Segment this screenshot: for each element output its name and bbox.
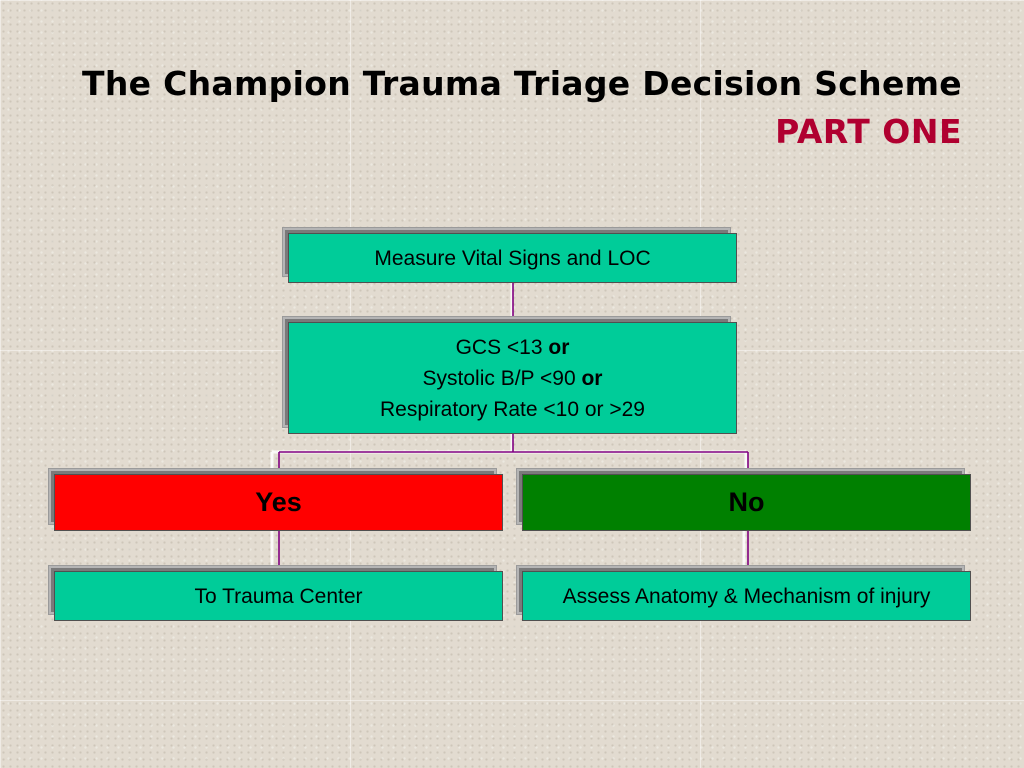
assess-anatomy-label: Assess Anatomy & Mechanism of injury <box>522 571 971 621</box>
criteria-gcs-or: or <box>548 335 570 359</box>
criteria-gcs-text: GCS <13 <box>455 335 549 359</box>
measure-vital-signs-box: Measure Vital Signs and LOC <box>282 227 737 283</box>
no-label: No <box>522 474 971 531</box>
criteria-bp-text: Systolic B/P <90 <box>422 366 582 390</box>
criteria-rr-text: Respiratory Rate <10 or >29 <box>380 397 645 421</box>
assess-anatomy-box: Assess Anatomy & Mechanism of injury <box>516 565 971 621</box>
yes-box: Yes <box>48 468 503 531</box>
criteria-text: GCS <13 or Systolic B/P <90 or Respirato… <box>288 322 737 434</box>
criteria-line-bp: Systolic B/P <90 or <box>380 363 645 394</box>
yes-label: Yes <box>54 474 503 531</box>
trauma-center-box: To Trauma Center <box>48 565 503 621</box>
slide-subtitle: PART ONE <box>775 112 962 151</box>
trauma-center-label: To Trauma Center <box>54 571 503 621</box>
criteria-bp-or: or <box>581 366 603 390</box>
slide-title: The Champion Trauma Triage Decision Sche… <box>82 64 962 103</box>
criteria-line-rr: Respiratory Rate <10 or >29 <box>380 394 645 425</box>
criteria-lines: GCS <13 or Systolic B/P <90 or Respirato… <box>380 332 645 425</box>
criteria-line-gcs: GCS <13 or <box>380 332 645 363</box>
no-box: No <box>516 468 971 531</box>
criteria-box: GCS <13 or Systolic B/P <90 or Respirato… <box>282 316 737 434</box>
measure-vital-signs-label: Measure Vital Signs and LOC <box>288 233 737 283</box>
